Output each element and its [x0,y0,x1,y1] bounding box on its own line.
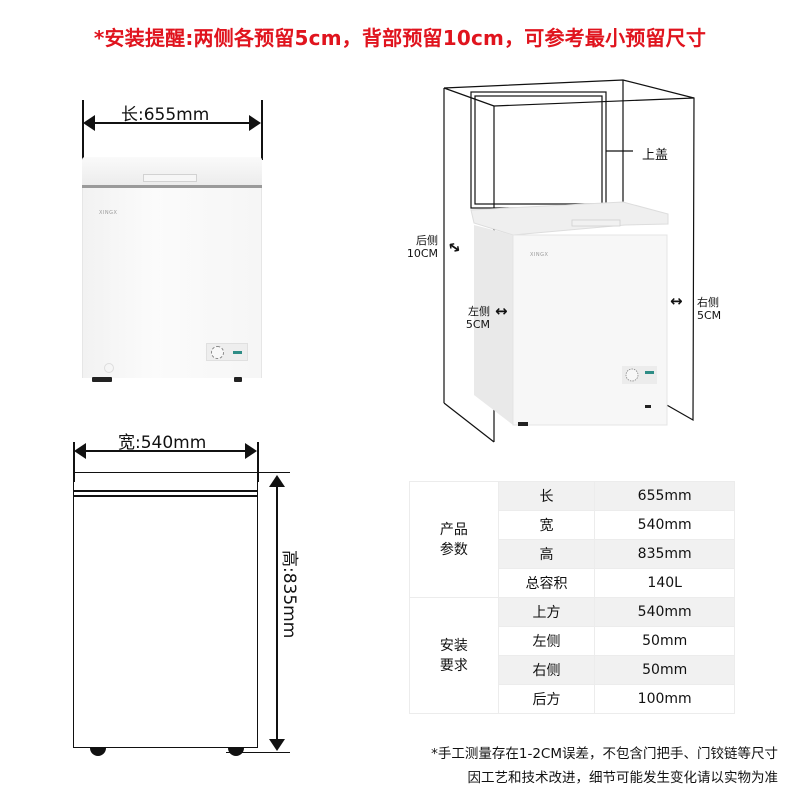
dimension-extension-right [261,100,263,160]
right-clearance-label: 右侧 5CM [697,296,722,322]
height-dimension-line [276,484,278,740]
spec-value: 140L [594,568,735,598]
length-dimension-line [92,122,252,124]
table-row: 右侧 50mm [410,655,735,685]
drain-plug-icon [104,363,114,373]
spec-key: 总容积 [497,568,596,598]
arrow-right-icon [245,443,257,459]
dimension-extension-left [82,100,84,160]
table-row: 左侧 50mm [410,626,735,656]
group-label-install: 安装 要求 [409,597,499,714]
freezer-outline [73,472,258,748]
thermostat-dial-icon [211,346,224,359]
group-label-product: 产品 参数 [409,481,499,598]
lid-line-2 [73,495,258,497]
arrow-down-icon [269,739,285,751]
foot-right [234,377,242,382]
spec-value: 50mm [594,626,735,656]
install-warning: *安装提醒:两侧各预留5cm，背部预留10cm，可参考最小预留尺寸 [93,26,707,50]
indicator-light-icon [233,351,242,354]
height-extension-top [258,472,290,473]
spec-key: 长 [497,481,596,511]
spec-value: 655mm [594,481,735,511]
arrow-right-icon [249,115,261,131]
table-row: 后方 100mm [410,684,735,714]
lid-label: 上盖 [642,148,669,163]
rear-clearance-label: 后侧 10CM [406,234,438,260]
spec-key: 右侧 [497,655,596,685]
arrow-left-icon [83,115,95,131]
foot-left [92,377,112,382]
width-extension-left [73,442,75,482]
width-label: 宽:540mm [118,433,207,453]
clearance-box-outline [443,79,695,443]
footnote-measurement: *手工测量存在1-2CM误差，不包含门把手、门铰链等尺寸 [431,746,778,762]
footnote-disclaimer: 因工艺和技术改进，细节可能发生变化请以实物为准 [467,770,779,786]
foot-left [90,748,106,756]
table-row: 产品 参数 长 655mm [409,481,735,598]
spec-key: 左侧 [497,626,596,656]
width-extension-right [257,442,259,482]
spec-value: 100mm [594,684,735,714]
arrow-left-icon [74,443,86,459]
spec-key: 上方 [497,597,596,627]
table-row: 总容积 140L [410,568,735,598]
lid-line-1 [73,490,258,492]
width-dimension-line [83,450,247,452]
table-row: 高 835mm [410,539,735,569]
table-row: 宽 540mm [410,510,735,540]
brand-label: XINGX [530,252,549,258]
spec-value: 540mm [594,510,735,540]
right-double-arrow-icon: ↔ [670,292,683,310]
length-label: 长:655mm [121,105,210,125]
spec-value: 50mm [594,655,735,685]
table-row: 安装 要求 上方 540mm [409,597,735,714]
arrow-up-icon [269,475,285,487]
brand-label: XINGX [99,210,118,216]
height-extension-bottom [226,752,290,753]
spec-key: 宽 [497,510,596,540]
spec-key: 高 [497,539,596,569]
spec-key: 后方 [497,684,596,714]
left-clearance-label: 左侧 5CM [465,305,490,331]
spec-value: 540mm [594,597,735,627]
spec-table: 产品 参数 长 655mm 宽 540mm 高 835mm 总容积 140L 安… [409,481,735,714]
control-panel [206,343,248,361]
freezer-handle [143,174,197,182]
freezer-seal [82,185,262,188]
left-double-arrow-icon: ↔ [495,302,508,320]
spec-value: 835mm [594,539,735,569]
height-label: 高:835mm [279,550,299,639]
